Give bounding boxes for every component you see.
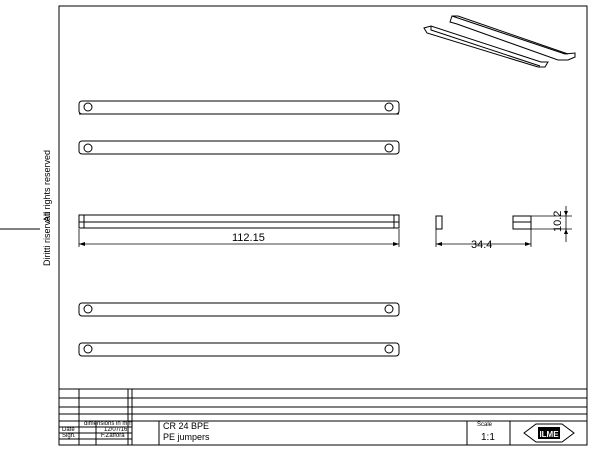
rights-reserved-en: All rights reserved: [42, 149, 52, 222]
scale-label: Scale: [477, 422, 493, 428]
dim-height: 10.2: [552, 211, 564, 232]
jumper-top-view-1: [78, 100, 400, 115]
isometric-view: [423, 15, 576, 68]
date-label: Date: [62, 427, 75, 433]
jumper-top-view-2: [78, 140, 400, 155]
scale-value: 1:1: [481, 432, 495, 443]
jumper-top-view-4: [78, 342, 400, 357]
sign-label: Sign.: [62, 433, 76, 439]
part-code: CR 24 BPE: [163, 421, 210, 431]
sign-value: F.Zaffora: [101, 433, 125, 439]
part-description: PE jumpers: [163, 432, 210, 442]
jumper-side-view: [435, 215, 532, 230]
dim-length: 112.15: [232, 232, 265, 244]
sheet-frame: [58, 5, 588, 446]
units-note: dimensions in mm: [84, 421, 133, 427]
jumper-front-view: [78, 214, 400, 229]
jumper-top-view-3: [78, 302, 400, 317]
dimension-lines: [78, 206, 572, 247]
date-value: 12/07/16: [104, 427, 128, 433]
dim-width: 34.4: [471, 239, 492, 251]
ilme-logo: ILME: [523, 423, 575, 443]
logo-text: ILME: [539, 430, 559, 439]
